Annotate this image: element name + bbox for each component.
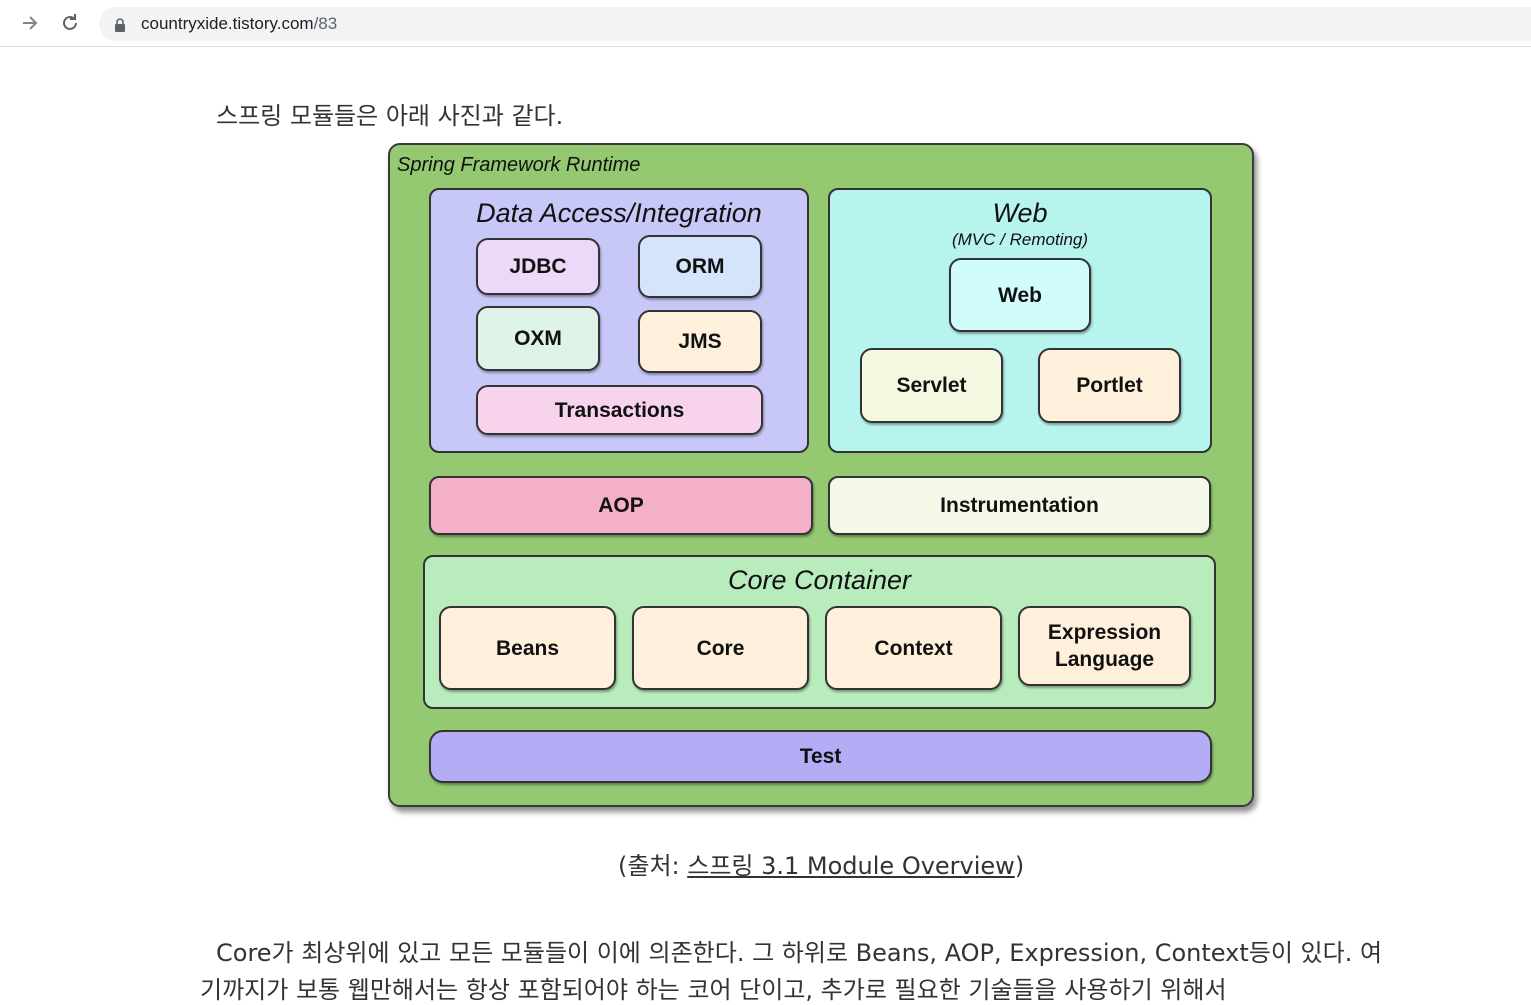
address-bar[interactable]: countryxide.tistory.com/83 bbox=[99, 7, 1531, 41]
module-jdbc: JDBC bbox=[476, 238, 600, 295]
module-context: Context bbox=[825, 606, 1002, 690]
image-caption: (출처: 스프링 3.1 Module Overview) bbox=[618, 846, 1024, 881]
module-servlet: Servlet bbox=[860, 348, 1003, 423]
spring-runtime-diagram: Spring Framework Runtime Data Access/Int… bbox=[388, 143, 1254, 807]
module-test: Test bbox=[429, 730, 1212, 783]
caption-suffix: ) bbox=[1014, 852, 1025, 880]
url-domain: countryxide.tistory.com bbox=[141, 14, 314, 33]
web-subtitle: (MVC / Remoting) bbox=[951, 230, 1089, 249]
module-orm: ORM bbox=[638, 235, 762, 298]
paragraph-line-1: Core가 최상위에 있고 모든 모듈들이 이에 의존한다. 그 하위로 Bea… bbox=[216, 939, 1383, 967]
core-container-title: Core Container bbox=[727, 565, 912, 595]
caption-prefix: (출처: bbox=[618, 852, 688, 880]
data-access-panel: Data Access/Integration JDBC ORM OXM JMS… bbox=[429, 188, 809, 453]
diagram-title: Spring Framework Runtime bbox=[397, 154, 641, 176]
browser-toolbar: countryxide.tistory.com/83 bbox=[0, 0, 1531, 47]
module-aop: AOP bbox=[429, 476, 813, 535]
web-title: Web bbox=[992, 198, 1048, 228]
data-access-title: Data Access/Integration bbox=[476, 198, 762, 228]
web-panel: Web (MVC / Remoting) Web Servlet Portlet bbox=[828, 188, 1212, 453]
module-portlet: Portlet bbox=[1038, 348, 1181, 423]
reload-icon[interactable] bbox=[58, 11, 82, 35]
url-path: /83 bbox=[313, 14, 338, 33]
module-web: Web bbox=[949, 258, 1091, 332]
module-jms: JMS bbox=[638, 310, 762, 373]
lock-icon[interactable] bbox=[114, 17, 126, 32]
module-transactions: Transactions bbox=[476, 385, 763, 435]
module-oxm: OXM bbox=[476, 306, 600, 371]
url-text[interactable]: countryxide.tistory.com/83 bbox=[141, 14, 337, 34]
forward-arrow-icon[interactable] bbox=[18, 11, 42, 35]
core-container-panel: Core Container Beans Core Context Expres… bbox=[423, 555, 1216, 709]
module-instrumentation: Instrumentation bbox=[828, 476, 1211, 535]
caption-source-link[interactable]: 스프링 3.1 Module Overview bbox=[687, 852, 1015, 880]
intro-text: 스프링 모듈들은 아래 사진과 같다. bbox=[216, 102, 564, 130]
module-core: Core bbox=[632, 606, 809, 690]
module-expression-language: Expression Language bbox=[1018, 606, 1191, 686]
module-beans: Beans bbox=[439, 606, 616, 690]
